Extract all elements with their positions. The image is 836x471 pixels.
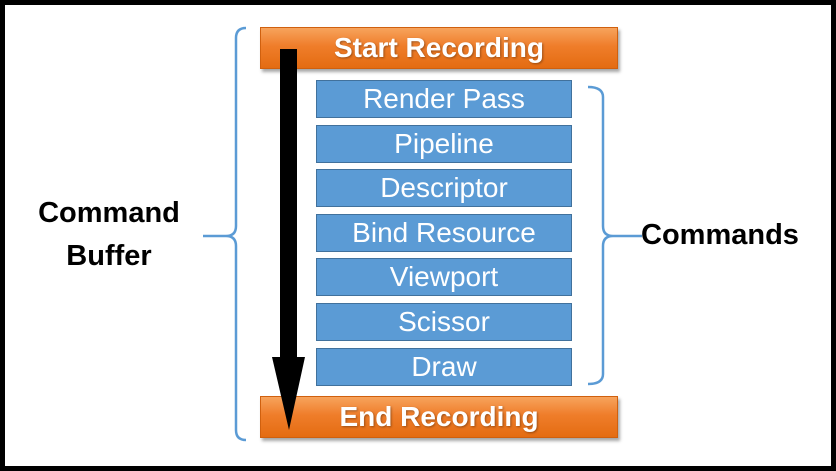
command-label: Pipeline xyxy=(394,127,494,159)
command-label: Draw xyxy=(411,350,477,382)
recording-flow-arrow xyxy=(272,49,305,430)
commands-label: Commands xyxy=(641,219,799,251)
command-label: Render Pass xyxy=(363,83,525,114)
start-recording-label: Start Recording xyxy=(333,32,545,63)
command-buffer-bracket xyxy=(203,26,247,442)
command-scissor: Scissor xyxy=(316,302,572,341)
command-draw: Draw xyxy=(316,347,572,386)
command-label: Viewport xyxy=(389,261,499,293)
end-recording-label: End Recording xyxy=(339,401,539,432)
command-viewport: Viewport xyxy=(316,258,572,297)
command-buffer-label: Command Buffer xyxy=(38,197,180,272)
command-label: Scissor xyxy=(398,305,490,337)
command-descriptor: Descriptor xyxy=(316,169,572,208)
command-pipeline: Pipeline xyxy=(316,124,572,163)
commands-list: Render Pass Pipeline Descriptor Bind Res… xyxy=(316,80,572,392)
start-recording-box: Start Recording xyxy=(260,27,618,69)
command-render-pass: Render Pass xyxy=(316,80,572,118)
end-recording-box: End Recording xyxy=(260,396,618,438)
command-label: Descriptor xyxy=(380,172,508,204)
command-label: Bind Resource xyxy=(352,216,536,248)
command-bind-resource: Bind Resource xyxy=(316,213,572,252)
commands-bracket xyxy=(587,85,642,386)
